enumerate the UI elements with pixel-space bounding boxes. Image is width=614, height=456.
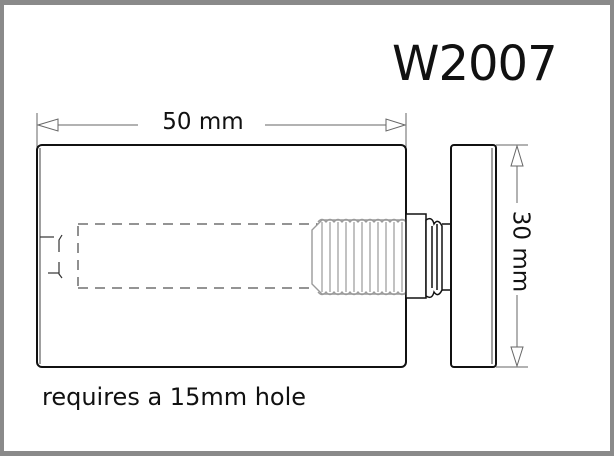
length-dimension [36,113,407,150]
cap-disc [450,144,497,368]
diameter-dimension-label: 30 mm [507,209,534,294]
threaded-stud [311,218,407,296]
length-dimension-label: 50 mm [148,111,258,134]
bore-tip [40,234,63,279]
part-code: W2007 [392,36,558,92]
installation-note: requires a 15mm hole [42,383,307,411]
diameter-dimension [496,144,528,368]
collar [405,213,452,299]
hidden-bore [77,223,320,289]
